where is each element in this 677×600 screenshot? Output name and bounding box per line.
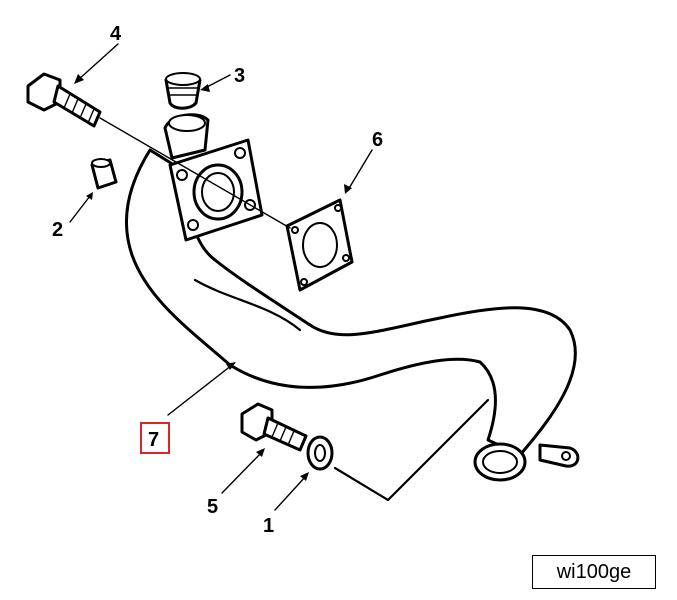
- bolt-lower: [240, 402, 308, 452]
- callout-2: 2: [52, 219, 63, 241]
- highlighted-callout-box: [140, 422, 170, 454]
- callout-3: 3: [234, 65, 245, 87]
- gasket: [285, 198, 354, 292]
- leader-lines: [69, 43, 490, 511]
- callout-5: 5: [207, 496, 218, 518]
- arrowheads: [74, 74, 352, 481]
- pipe-flange: [163, 113, 264, 242]
- coolant-pipe: [125, 148, 580, 482]
- washer: [306, 435, 334, 471]
- bolt-upper: [26, 72, 102, 128]
- plug: [164, 72, 202, 110]
- figure-code-label: wi100ge: [532, 555, 656, 589]
- sleeve: [90, 158, 118, 190]
- callout-1: 1: [263, 515, 274, 537]
- callout-7: 7: [148, 429, 159, 451]
- callout-6: 6: [372, 129, 383, 151]
- callout-4: 4: [110, 23, 122, 45]
